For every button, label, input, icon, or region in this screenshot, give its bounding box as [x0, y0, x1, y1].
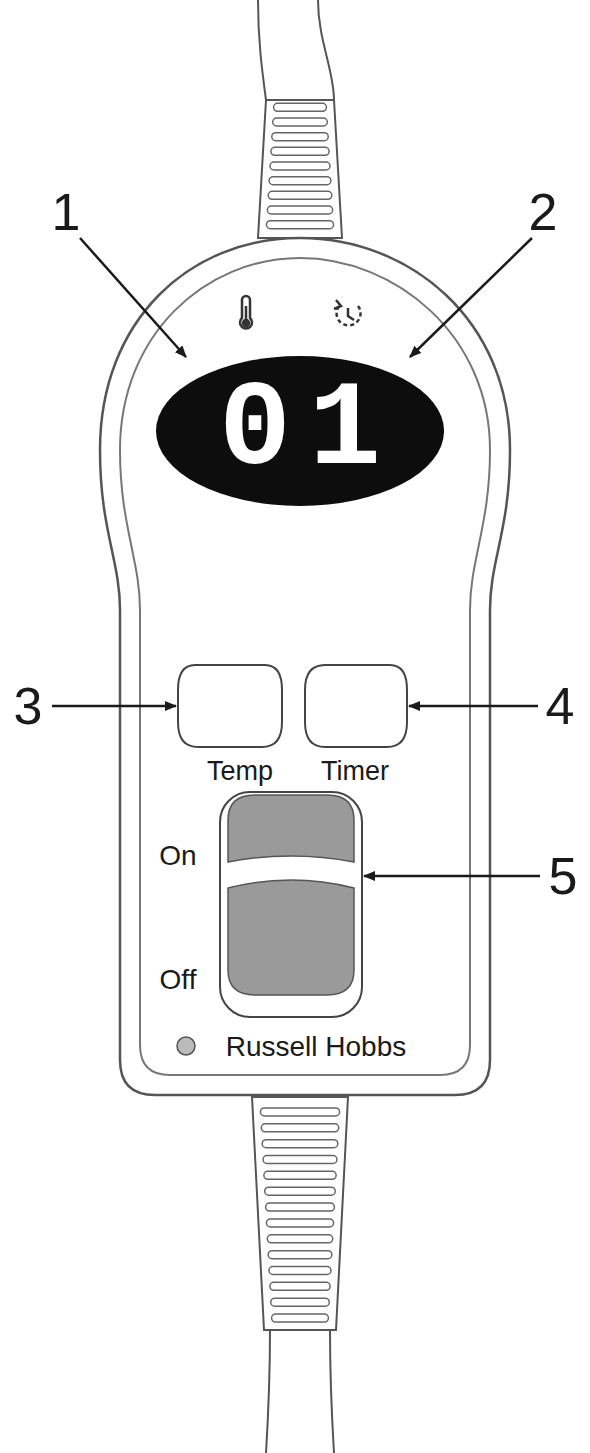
- rib: [269, 1267, 331, 1275]
- brand-logo: [177, 1037, 195, 1055]
- rib: [272, 133, 328, 141]
- rib: [264, 1171, 336, 1179]
- rib: [268, 1251, 332, 1259]
- rib: [262, 1140, 338, 1148]
- rib: [260, 1108, 339, 1116]
- strain-relief-ribs: [266, 103, 333, 228]
- rib: [273, 118, 328, 126]
- brand-name: Russell Hobbs: [226, 1033, 407, 1061]
- rib: [263, 1156, 337, 1164]
- rib: [271, 147, 329, 155]
- rib: [271, 1298, 330, 1306]
- controller-body: [100, 238, 510, 1095]
- display-digits: 01: [201, 371, 399, 491]
- leader-line: [52, 238, 540, 876]
- controller-face: [120, 258, 490, 1075]
- thermometer-icon: [240, 296, 252, 328]
- strain-relief-ribs: [260, 1108, 339, 1322]
- rib: [270, 162, 330, 170]
- rib: [274, 103, 327, 111]
- rib: [261, 1124, 338, 1132]
- display-screen: 01: [156, 356, 444, 506]
- bottom-cord: [252, 1097, 348, 1453]
- callout-number: 5: [549, 850, 578, 902]
- switch-slider: [228, 880, 354, 995]
- rib: [266, 1219, 333, 1227]
- rib: [266, 1203, 335, 1211]
- switch-slider: [228, 795, 354, 862]
- callout-number: 1: [52, 186, 81, 238]
- callout-number: 4: [546, 680, 575, 732]
- rib: [267, 1235, 332, 1243]
- rib: [272, 1314, 329, 1322]
- rib: [267, 206, 332, 214]
- rib: [268, 191, 332, 199]
- callout-number: 2: [529, 186, 558, 238]
- top-cord: [258, 0, 342, 238]
- rib: [265, 1187, 336, 1195]
- rib: [266, 221, 333, 229]
- timer-button: [305, 665, 407, 747]
- switch-label: On: [159, 842, 196, 870]
- switch-track: [220, 792, 362, 1017]
- rib: [269, 177, 331, 185]
- timer-icon: [334, 300, 361, 325]
- button-label: Timer: [321, 758, 389, 785]
- switch-label: Off: [160, 966, 197, 994]
- rib: [270, 1282, 330, 1290]
- button-label: Temp: [207, 758, 273, 785]
- temp-button: [178, 665, 282, 747]
- callout-number: 3: [14, 680, 43, 732]
